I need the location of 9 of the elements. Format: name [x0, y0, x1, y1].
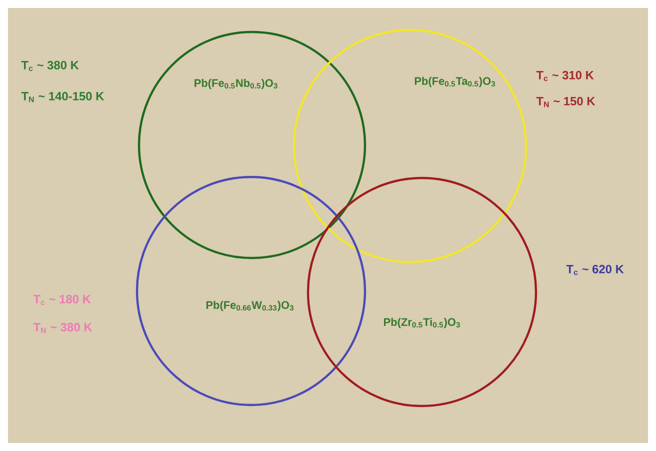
compound-label: Pb(Fe$_{0.5}$Nb$_{0.5}$)O$_{3}$ [194, 78, 278, 90]
temperature-label: T$_{c}$ ~ 380 K [21, 60, 79, 72]
compound-label: Pb(Zr$_{0.5}$Ti$_{0.5}$)O$_{3}$ [384, 318, 460, 328]
temperature-label: T$_{c}$ ~ 180 K [33, 294, 91, 306]
temperature-label: T$_{c}$ ~ 620 K [566, 264, 624, 276]
temperature-label: T$_{N}$ ~ 140-150 K [21, 92, 104, 102]
compound-label: Pb(Fe$_{0.5}$Ta$_{0.5}$)O$_{3}$ [414, 76, 496, 88]
compound-label: Pb(Fe$_{0.66}$W$_{0.33}$)O$_{3}$ [206, 300, 294, 312]
temperature-label: T$_{N}$ ~ 380 K [33, 322, 92, 334]
